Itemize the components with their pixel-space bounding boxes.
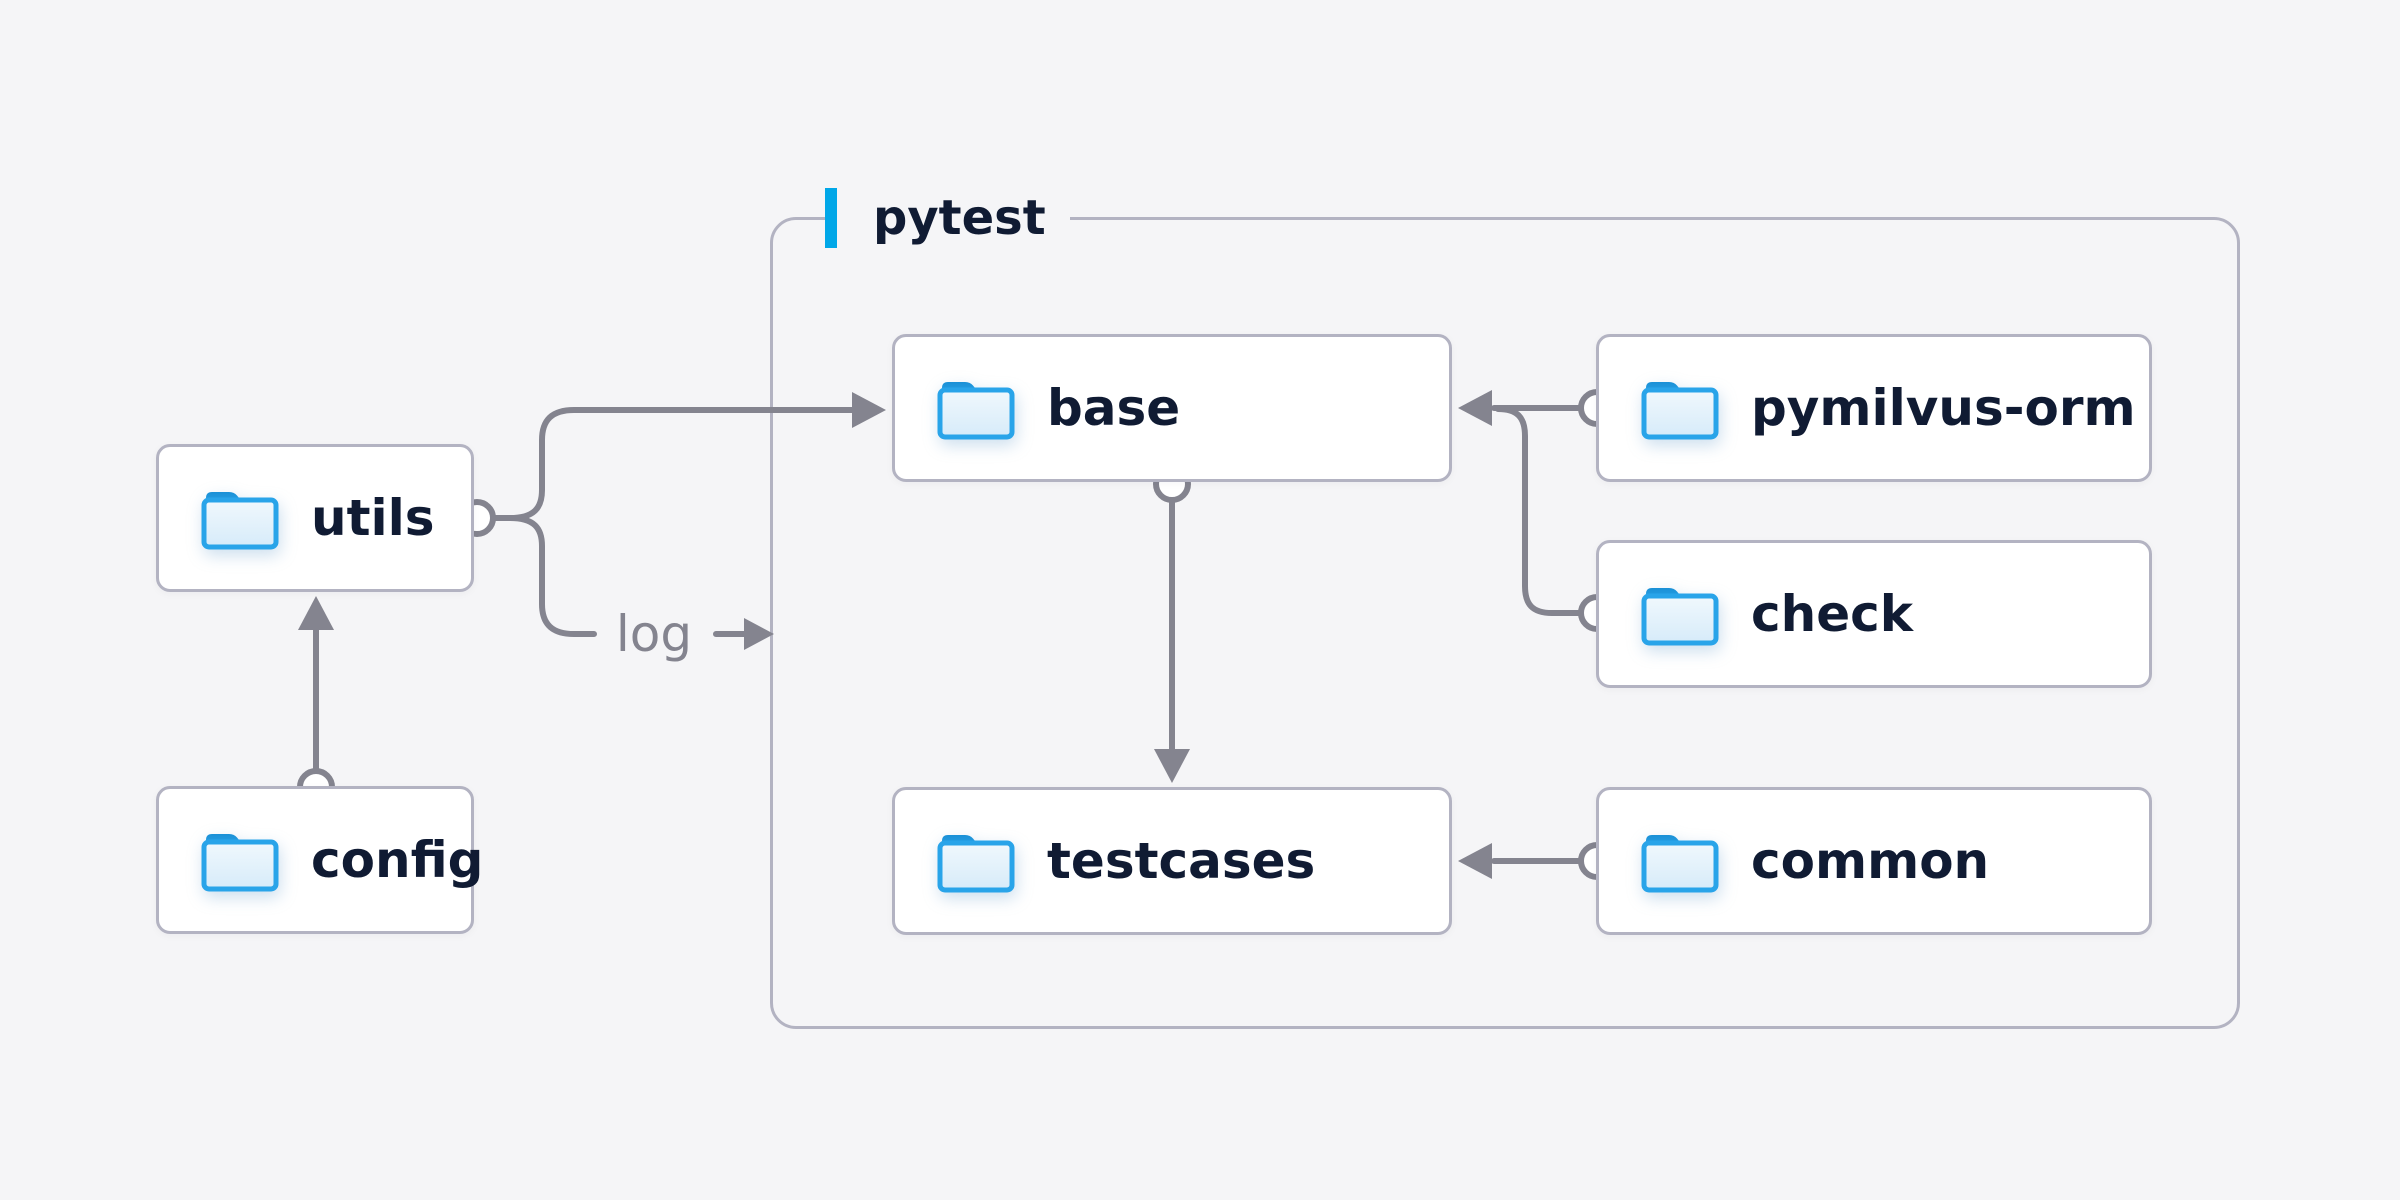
edge-config-utils-arrowhead <box>298 596 334 630</box>
folder-icon <box>935 375 1017 441</box>
node-utils: utils <box>156 444 474 592</box>
node-base: base <box>892 334 1452 482</box>
node-config: config <box>156 786 483 934</box>
node-label-testcases: testcases <box>1047 832 1316 890</box>
group-label-text: pytest <box>873 190 1046 246</box>
folder-icon <box>1639 828 1721 894</box>
folder-icon <box>1639 375 1721 441</box>
node-label-check: check <box>1751 585 1914 643</box>
folder-icon <box>1639 581 1721 647</box>
node-label-pymilvus-orm: pymilvus-orm <box>1751 379 2136 437</box>
accent-bar-icon <box>825 188 837 248</box>
folder-icon <box>935 828 1017 894</box>
group-label: pytest <box>825 188 1070 248</box>
node-check: check <box>1596 540 2152 688</box>
node-label-common: common <box>1751 832 1990 890</box>
node-label-base: base <box>1047 379 1181 437</box>
edge-utils-log-line <box>492 515 597 637</box>
node-label-utils: utils <box>311 489 435 547</box>
node-testcases: testcases <box>892 787 1452 935</box>
node-pymilvus-orm: pymilvus-orm <box>1596 334 2152 482</box>
folder-icon <box>199 827 281 893</box>
node-common: common <box>1596 787 2152 935</box>
folder-icon <box>199 485 281 551</box>
node-label-config: config <box>311 831 484 889</box>
edge-label-log: log <box>615 605 693 663</box>
